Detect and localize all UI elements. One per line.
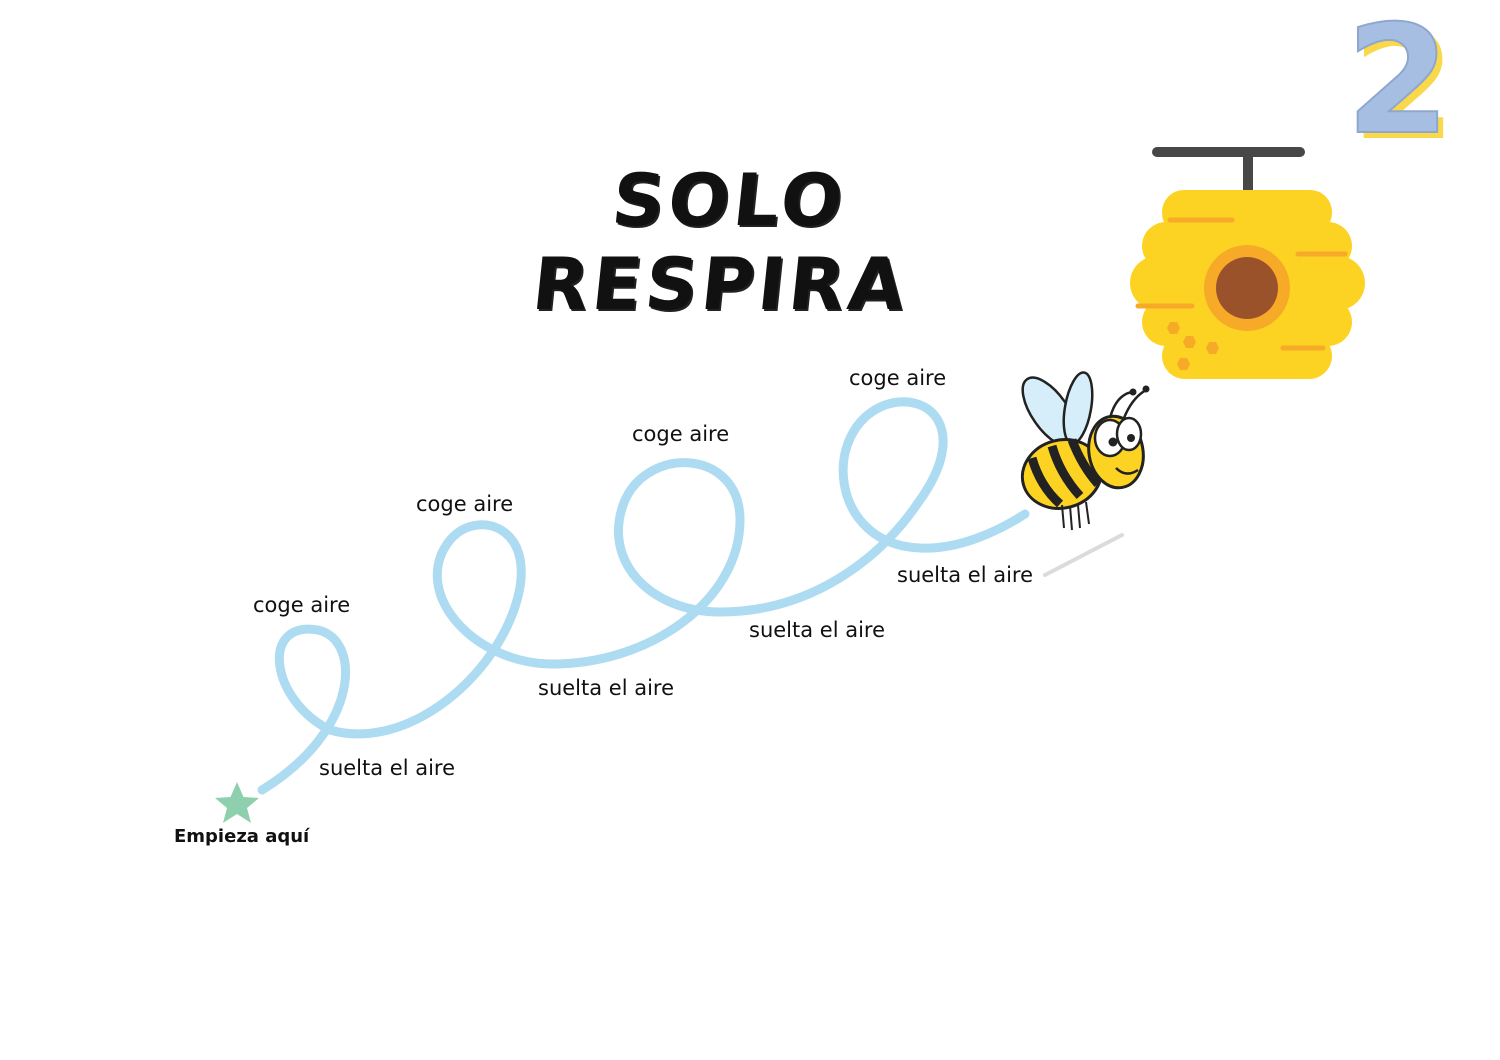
start-label: Empieza aquí xyxy=(174,826,310,847)
exhale-label: suelta el aire xyxy=(897,563,1034,587)
page-number-shadow: 2 xyxy=(1352,10,1456,160)
exhale-label: suelta el aire xyxy=(538,676,675,700)
breathing-path xyxy=(257,397,1030,795)
beehive-icon xyxy=(1130,147,1365,379)
star-icon xyxy=(215,782,259,823)
page-number: 2 xyxy=(1346,10,1450,160)
inhale-label: coge aire xyxy=(632,422,730,446)
exhale-label: suelta el aire xyxy=(319,756,456,780)
inhale-label: coge aire xyxy=(253,593,351,617)
inhale-label: coge aire xyxy=(416,492,514,516)
exhale-label: suelta el aire xyxy=(749,618,886,642)
page-number-badge: 2 2 xyxy=(1340,0,1460,174)
bee-icon xyxy=(1020,371,1150,577)
inhale-label: coge aire xyxy=(849,366,947,390)
